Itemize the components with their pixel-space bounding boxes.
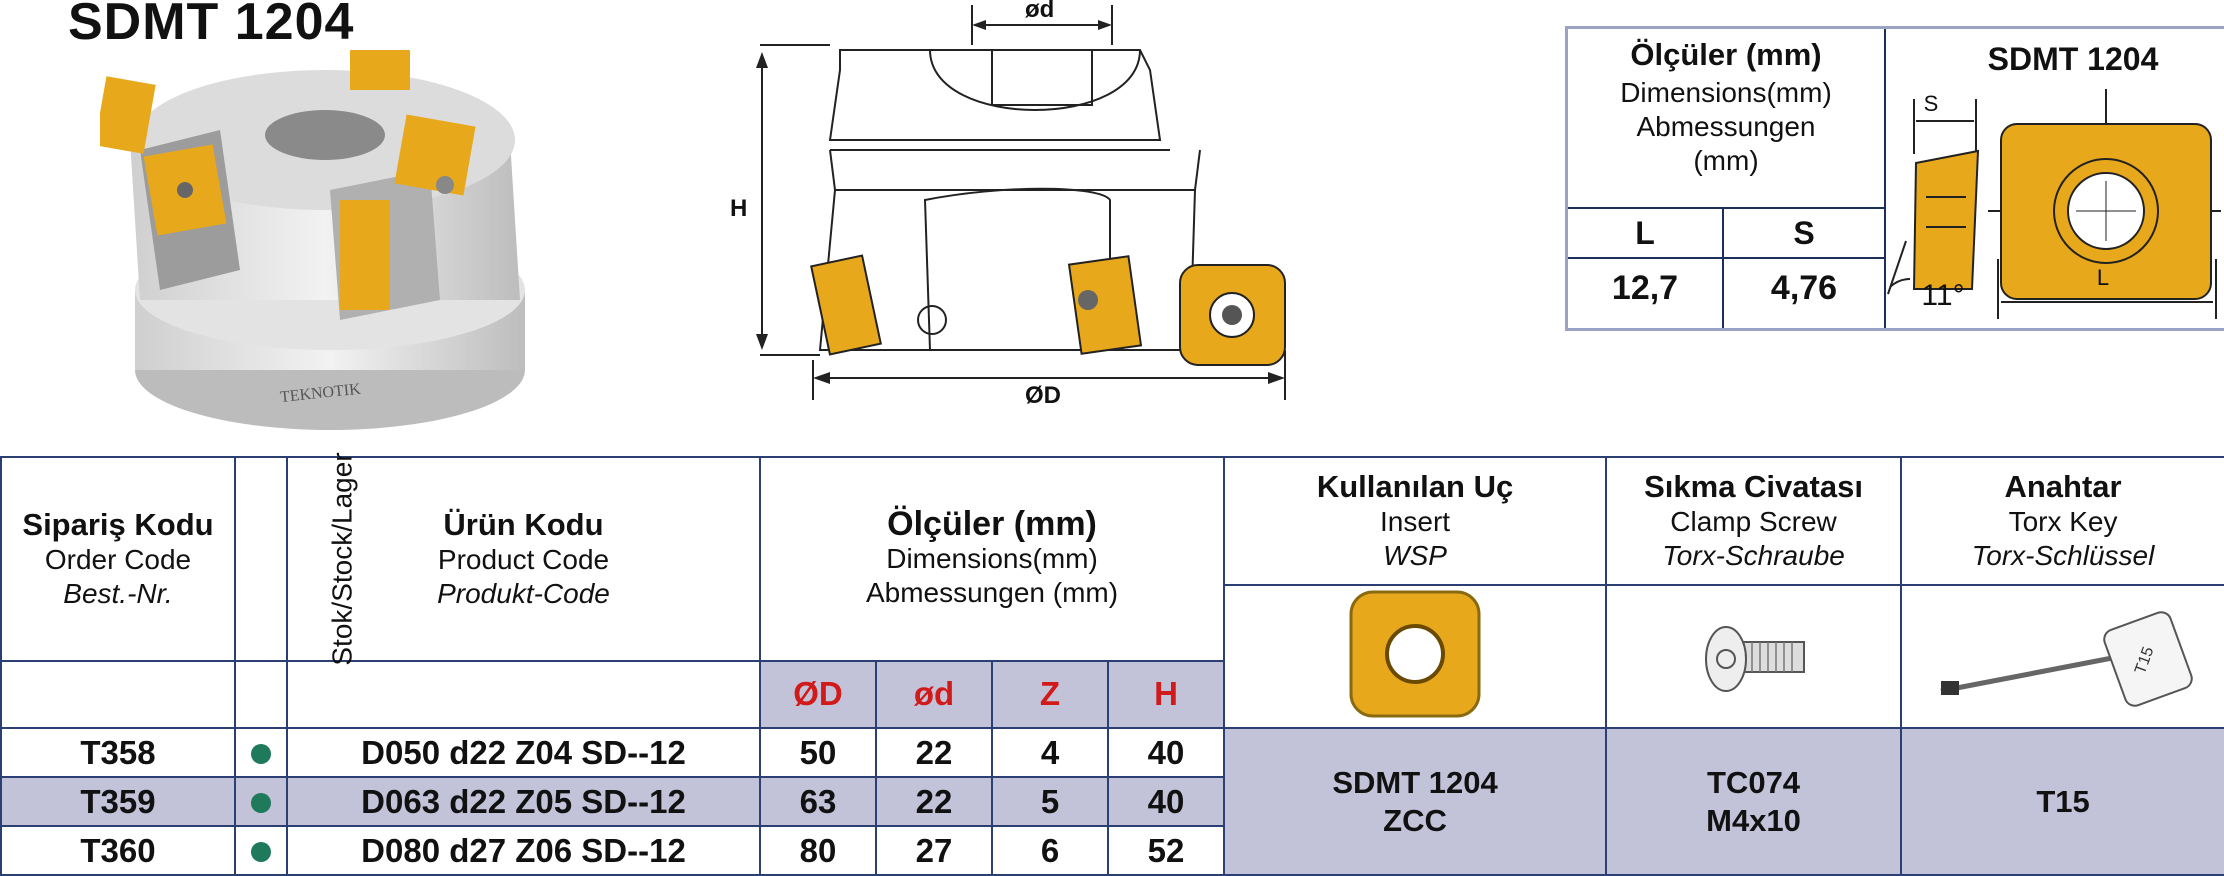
- dim-heading-de: Abmessungen: [1636, 111, 1816, 142]
- spec-table: Sipariş Kodu Order Code Best.-Nr. Stok/S…: [0, 452, 2224, 876]
- in-stock-dot: [251, 792, 271, 813]
- value-d: 22: [875, 727, 993, 778]
- dim-heading-en: Dimensions(mm): [1620, 77, 1832, 108]
- insert-image-cell: [1223, 584, 1608, 729]
- insert-value: SDMT 1204 ZCC: [1223, 727, 1608, 876]
- value-D: 80: [759, 825, 877, 876]
- value-S: 4,76: [1770, 269, 1838, 307]
- header-insert: Kullanılan Uç Insert WSP: [1223, 456, 1608, 586]
- value-Z: 5: [991, 776, 1109, 827]
- product-code: D063 d22 Z05 SD--12: [286, 776, 761, 827]
- table-row: T359 D063 d22 Z05 SD--12 63 22 5 40: [0, 776, 2224, 827]
- col-L-header: L: [1635, 215, 1655, 251]
- value-H: 40: [1106, 727, 1226, 778]
- cutter-photo: TEKNOTIK: [100, 50, 525, 430]
- header-order-code: Sipariş Kodu Order Code Best.-Nr.: [0, 456, 236, 662]
- value-L: 12,7: [1611, 269, 1679, 307]
- order-code: T359: [0, 776, 236, 827]
- insert-title: SDMT 1204: [1987, 41, 2159, 77]
- value-D: 63: [759, 776, 877, 827]
- value-Z: 6: [991, 825, 1109, 876]
- value-H: 52: [1106, 825, 1226, 876]
- insert-dimension-box: Ölçüler (mm) Dimensions(mm) Abmessungen …: [1565, 26, 2224, 331]
- key-image-cell: T15: [1900, 584, 2224, 729]
- stock-indicator: [234, 727, 288, 778]
- value-D: 50: [759, 727, 877, 778]
- insert-L-label: L: [2096, 265, 2110, 290]
- table-row: T360 D080 d27 Z06 SD--12 80 27 6 52: [0, 825, 2224, 876]
- dim-col-d: ød: [875, 659, 993, 730]
- value-d: 22: [875, 776, 993, 827]
- product-code: D080 d27 Z06 SD--12: [286, 825, 761, 876]
- cutter-drawing: [756, 5, 1286, 400]
- dim-col-Z: Z: [991, 659, 1109, 730]
- header-stock: Stok/Stock/Lager: [234, 452, 358, 666]
- key-value: T15: [1900, 727, 2224, 876]
- header-clamp-screw: Sıkma Civatası Clamp Screw Torx-Schraube: [1605, 456, 1903, 586]
- label-diameter-D: ØD: [1025, 382, 1061, 409]
- in-stock-dot: [251, 841, 271, 862]
- col-S-header: S: [1793, 215, 1815, 251]
- label-small-d: ød: [1025, 0, 1055, 23]
- header-dimensions: Ölçüler (mm) Dimensions(mm) Abmessungen …: [758, 456, 1226, 662]
- insert-image: [1349, 590, 1481, 718]
- dim-col-D: ØD: [759, 659, 877, 730]
- dim-heading-unit: (mm): [1693, 145, 1759, 176]
- order-code: T358: [0, 727, 236, 778]
- page-title: SDMT 1204: [68, 0, 355, 51]
- screw-value: TC074 M4x10: [1605, 727, 1903, 876]
- stock-indicator: [234, 776, 288, 827]
- order-code: T360: [0, 825, 236, 876]
- dim-col-H: H: [1106, 659, 1226, 730]
- label-height-H: H: [730, 195, 748, 222]
- insert-S-label: S: [1923, 91, 1939, 116]
- dim-heading: Ölçüler (mm): [1630, 37, 1822, 72]
- table-row: T358 D050 d22 Z04 SD--12 50 22 4 40 SDMT…: [0, 727, 2224, 876]
- value-d: 27: [875, 825, 993, 876]
- value-H: 40: [1106, 776, 1226, 827]
- header-product-code: Ürün Kodu Product Code Produkt-Code: [286, 456, 761, 662]
- in-stock-dot: [251, 743, 271, 764]
- insert-angle: 11°: [1921, 279, 1965, 312]
- insert-drawing: [1887, 89, 2221, 319]
- value-Z: 4: [991, 727, 1109, 778]
- clamp-screw-image: [1704, 626, 1805, 692]
- product-code: D050 d22 Z04 SD--12: [286, 727, 761, 778]
- stock-indicator: [234, 825, 288, 876]
- screw-image-cell: [1605, 584, 1903, 729]
- header-torx-key: Anahtar Torx Key Torx-Schlüssel: [1900, 456, 2224, 586]
- torx-key-image: T15: [1940, 611, 2193, 707]
